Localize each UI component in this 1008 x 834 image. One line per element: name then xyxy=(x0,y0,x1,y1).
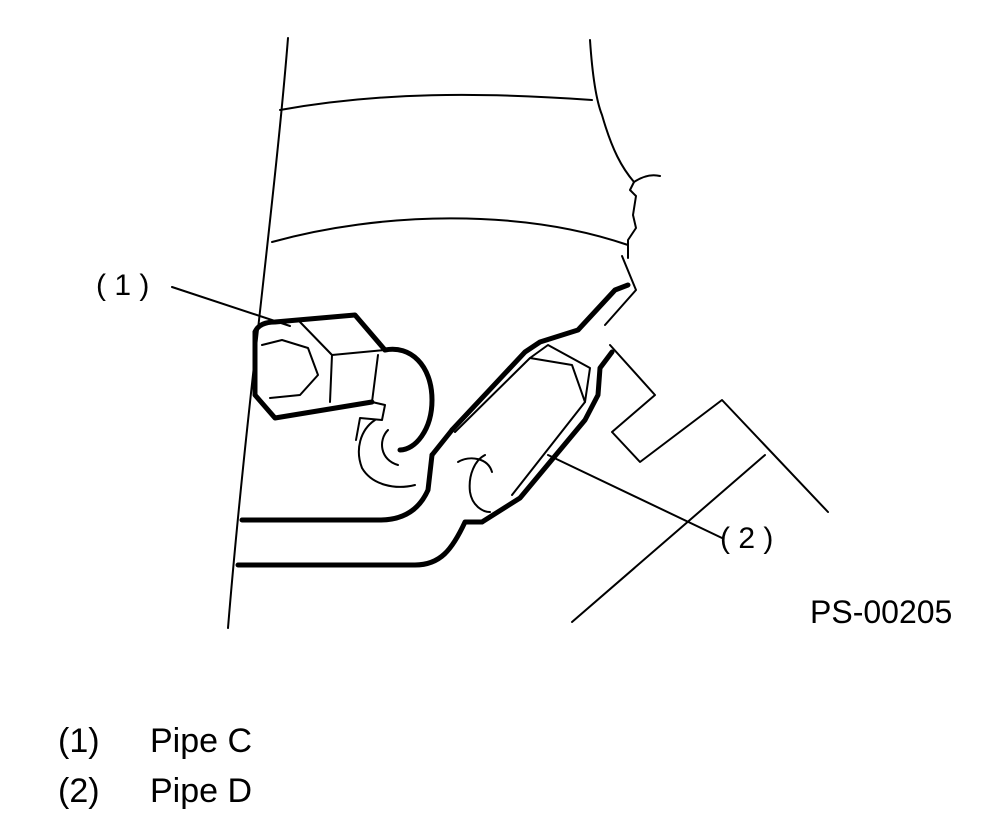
mounting-bracket xyxy=(571,344,829,623)
callout-1-label: ( 1 ) xyxy=(96,269,149,302)
callout-1-leader xyxy=(171,286,291,327)
pipe-c xyxy=(252,312,435,488)
figure-id: PS-00205 xyxy=(810,594,952,630)
callout-2-label: ( 2 ) xyxy=(720,522,773,555)
housing-body xyxy=(227,37,661,629)
pipe-d xyxy=(449,282,631,525)
legend-item-text: Pipe C xyxy=(150,722,253,760)
legend-item: (2) Pipe D xyxy=(58,766,252,816)
pipe-lines xyxy=(235,427,485,568)
callout-2-leader xyxy=(547,454,723,539)
legend: (1) Pipe C (2) Pipe D xyxy=(58,716,252,816)
legend-item: (1) Pipe C xyxy=(58,716,252,766)
legend-item-number: (1) xyxy=(58,722,100,760)
legend-item-number: (2) xyxy=(58,772,100,810)
legend-item-text: Pipe D xyxy=(150,772,253,810)
